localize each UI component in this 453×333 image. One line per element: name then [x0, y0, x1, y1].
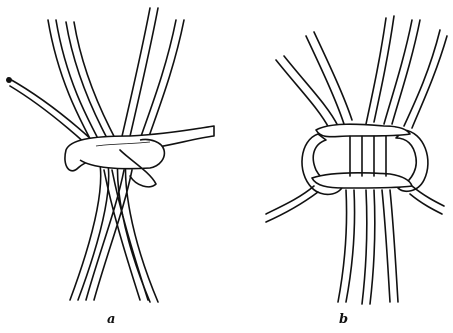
- panel-a-caption: a: [107, 313, 115, 326]
- knot-b-drawing: [266, 16, 447, 304]
- panel-b-caption: b: [339, 313, 348, 326]
